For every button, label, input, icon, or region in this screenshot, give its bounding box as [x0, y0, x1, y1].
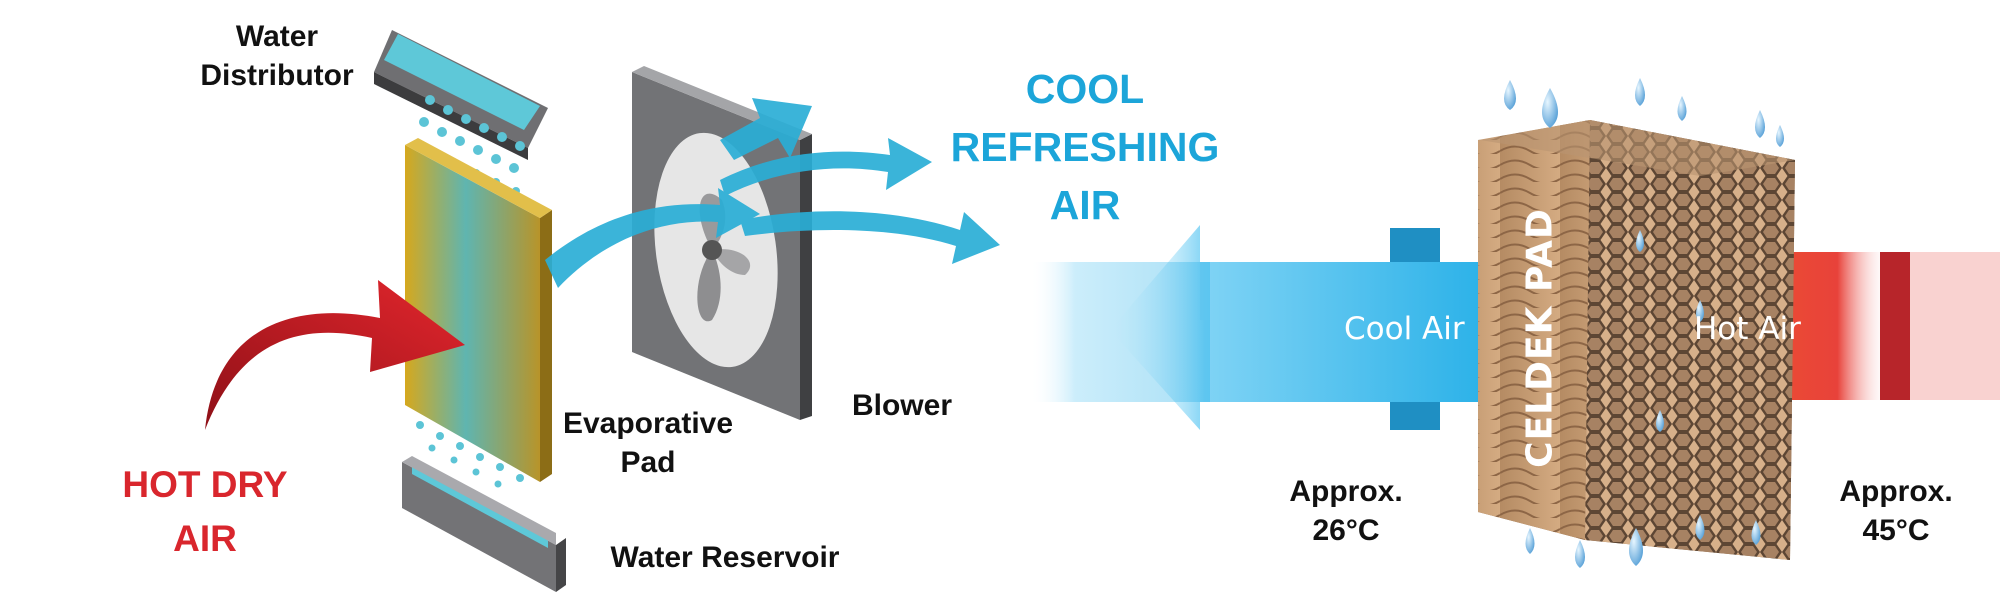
celdek-pad-label: CELDEK PAD	[1519, 208, 1561, 468]
hot-temperature-label: Approx. 45°C	[1839, 475, 1953, 547]
cool-air-arrow	[1030, 225, 1490, 430]
hot-dry-air-label: HOT DRY AIR	[122, 464, 288, 559]
evaporative-pad-label: Evaporative Pad	[562, 407, 734, 479]
water-distributor-tray	[374, 30, 548, 160]
evaporative-pad	[405, 138, 552, 482]
cool-refreshing-air-label: COOL REFRESHING AIR	[950, 66, 1220, 229]
blower-fan	[632, 66, 812, 420]
cool-temperature-label: Approx. 26°C	[1289, 475, 1403, 547]
water-distributor-label: Water Distributor	[200, 20, 354, 92]
cool-air-flow-arrows	[545, 98, 1000, 288]
celdek-pad-block	[1478, 120, 1795, 560]
cool-air-arrow-label: Cool Air	[1344, 311, 1465, 347]
pad-water-droplets	[1504, 78, 1784, 568]
hot-dry-air-arrow	[205, 280, 465, 430]
water-reservoir	[402, 456, 566, 592]
blower-label: Blower	[851, 389, 953, 422]
pad-drops	[416, 421, 524, 488]
hot-air-arrow-label: Hot Air	[1694, 311, 1801, 347]
water-reservoir-label: Water Reservoir	[610, 541, 840, 574]
